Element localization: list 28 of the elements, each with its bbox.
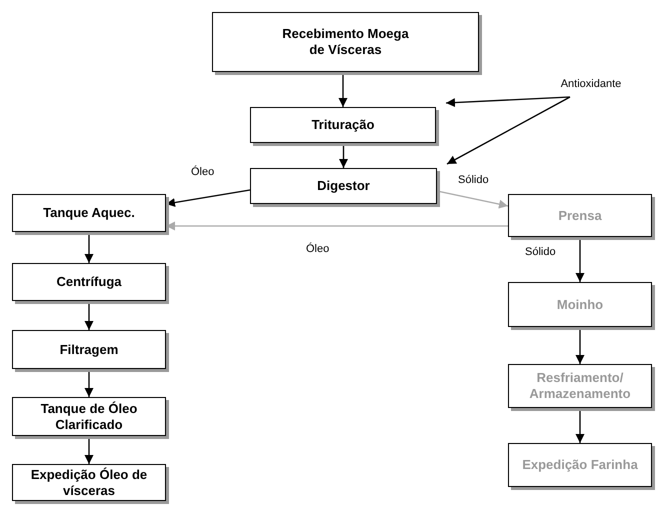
edge-label: Sólido xyxy=(457,174,490,186)
arrow xyxy=(84,301,94,330)
arrow xyxy=(166,222,508,230)
arrow xyxy=(84,232,94,263)
edge-label: Óleo xyxy=(190,166,216,178)
arrow xyxy=(84,436,94,464)
process-box: Resfriamento/ Armazenamento xyxy=(508,364,652,408)
edge-label: Sólido xyxy=(524,246,557,258)
process-box: Centrífuga xyxy=(12,263,166,301)
arrow xyxy=(446,96,570,108)
edge-label: Óleo xyxy=(305,243,330,255)
process-box: Expedição Óleo de vísceras xyxy=(12,464,166,501)
arrow xyxy=(576,327,584,364)
process-box: Recebimento Moega de Vísceras xyxy=(212,12,479,72)
arrow xyxy=(576,237,584,282)
process-box: Prensa xyxy=(508,194,652,237)
process-box: Tanque de Óleo Clarificado xyxy=(12,397,166,436)
input-label: Antioxidante xyxy=(528,76,654,94)
arrow xyxy=(84,369,94,397)
arrow xyxy=(338,73,348,107)
process-box: Tanque Aquec. xyxy=(12,194,166,232)
arrow xyxy=(576,408,584,443)
process-box: Digestor xyxy=(250,168,437,204)
process-box: Moinho xyxy=(508,282,652,327)
arrow xyxy=(446,96,570,165)
process-box: Trituração xyxy=(250,107,436,143)
process-box: Filtragem xyxy=(12,330,166,369)
process-box: Expedição Farinha xyxy=(508,443,652,487)
